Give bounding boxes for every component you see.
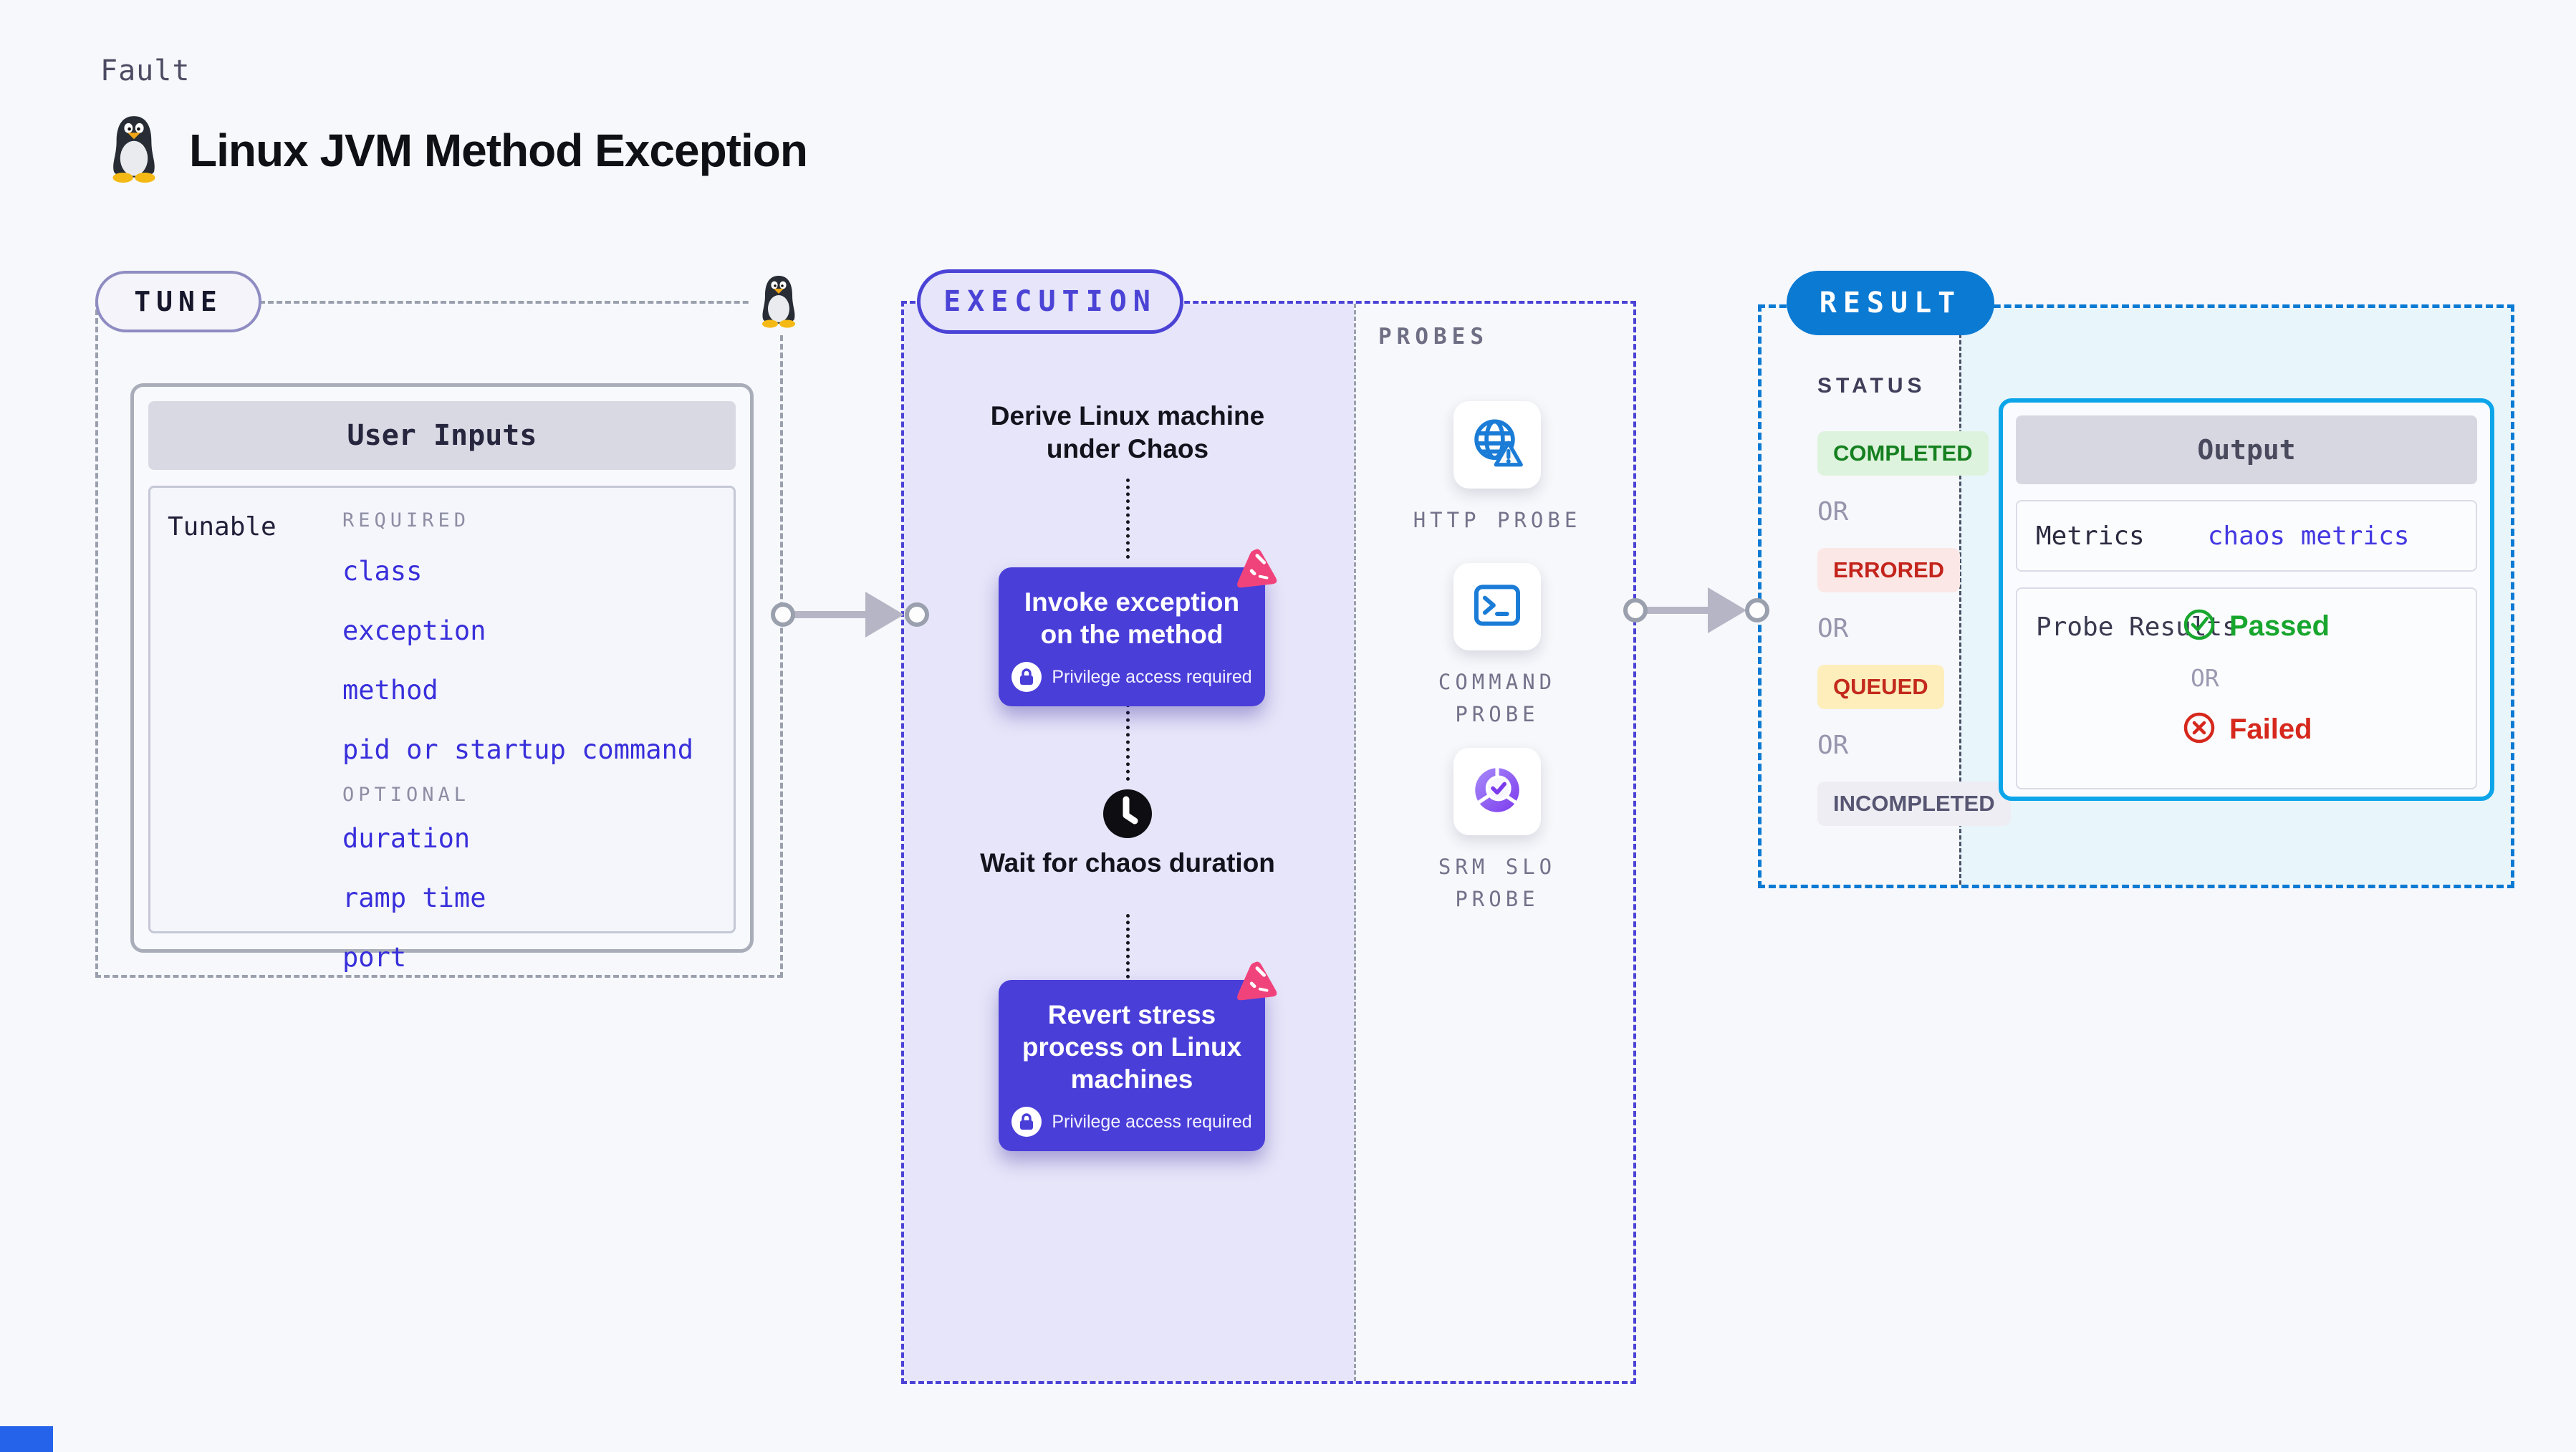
status-badge-completed: COMPLETED <box>1817 431 1989 476</box>
verdict-failed: Failed <box>2182 711 2330 749</box>
status-output-divider <box>1959 308 1961 885</box>
user-inputs-header: User Inputs <box>148 401 736 470</box>
result-section-label: RESULT <box>1787 271 1994 335</box>
x-circle-icon <box>2182 711 2216 749</box>
check-circle-icon <box>2182 607 2216 645</box>
connector-invoke-wait <box>1126 696 1130 781</box>
tunable-link-class[interactable]: class <box>342 556 423 587</box>
srm-slo-probe-card[interactable] <box>1453 748 1541 835</box>
status-badge-incompleted: INCOMPLETED <box>1817 782 2011 826</box>
tunable-link-ramp-time[interactable]: ramp time <box>342 883 486 913</box>
tunable-link-port[interactable]: port <box>342 942 407 973</box>
revert-node-label: Revert stress process on Linux machines <box>1022 1000 1242 1095</box>
linux-penguin-icon <box>105 113 163 187</box>
clock-icon <box>1102 788 1153 840</box>
privilege-note: Privilege access required <box>1052 666 1252 687</box>
or-label: OR <box>1817 497 1849 527</box>
http-probe-card[interactable] <box>1453 401 1541 489</box>
slo-donut-icon <box>1468 761 1527 823</box>
privilege-row: Privilege access required <box>1011 662 1252 693</box>
probe-item-http: HTTP PROBE <box>1404 401 1590 537</box>
tunable-label: Tunable <box>168 512 277 542</box>
privilege-note: Privilege access required <box>1052 1111 1252 1132</box>
fault-kicker: Fault <box>100 54 191 87</box>
chaos-fault-icon <box>1234 547 1278 592</box>
lock-icon <box>1011 662 1042 693</box>
title-row: Linux JVM Method Exception <box>105 113 808 187</box>
or-label: OR <box>1817 731 1849 760</box>
required-label: REQUIRED <box>342 509 471 532</box>
tunable-link-pid[interactable]: pid or startup command <box>342 734 694 765</box>
or-label: OR <box>2191 664 2219 692</box>
step-derive-text: Derive Linux machine under Chaos <box>990 401 1265 464</box>
optional-label: OPTIONAL <box>342 784 471 806</box>
tunables-list: REQUIRED class exception method pid or s… <box>342 509 693 1001</box>
verdict-passed: Passed <box>2182 607 2330 645</box>
lock-icon <box>1011 1107 1042 1138</box>
execution-probes-separator <box>1354 304 1356 1381</box>
connector-derive-invoke <box>1126 479 1130 559</box>
globe-alert-icon <box>1467 413 1527 477</box>
status-label: STATUS <box>1817 374 1926 398</box>
status-column: STATUS COMPLETED OR ERRORED OR QUEUED OR… <box>1817 374 2011 847</box>
probe-item-srm: SRM SLO PROBE <box>1404 748 1590 915</box>
revert-stress-node: Revert stress process on Linux machines … <box>999 980 1265 1152</box>
output-card: Output Metrics chaos metrics Probe Resul… <box>1999 398 2494 801</box>
probe-item-command: COMMAND PROBE <box>1404 563 1590 731</box>
passed-label: Passed <box>2229 610 2330 642</box>
status-badge-queued: QUEUED <box>1817 665 1944 709</box>
footer-accent-bar <box>0 1426 53 1452</box>
probe-name-http: HTTP PROBE <box>1413 508 1582 532</box>
tunable-link-method[interactable]: method <box>342 675 438 706</box>
tune-section-box <box>95 301 783 978</box>
metrics-label: Metrics <box>2036 521 2145 551</box>
connector-wait-revert <box>1126 914 1130 979</box>
privilege-row: Privilege access required <box>1011 1107 1252 1138</box>
invoke-exception-node: Invoke exception on the method Privilege… <box>999 567 1265 707</box>
tunable-link-exception[interactable]: exception <box>342 615 486 646</box>
execution-section-label: EXECUTION <box>917 269 1183 334</box>
tunable-link-duration[interactable]: duration <box>342 823 471 854</box>
user-inputs-body: Tunable REQUIRED class exception method … <box>148 486 736 973</box>
tune-section-label: TUNE <box>95 271 261 332</box>
page-title: Linux JVM Method Exception <box>189 124 808 176</box>
command-probe-card[interactable] <box>1453 563 1541 650</box>
probes-section-label: PROBES <box>1378 324 1489 350</box>
metrics-row: Metrics chaos metrics <box>2016 500 2477 572</box>
output-header: Output <box>2016 415 2477 484</box>
step-wait-text: Wait for chaos duration <box>980 848 1275 878</box>
probe-name-command: COMMAND PROBE <box>1438 670 1557 726</box>
or-label: OR <box>1817 614 1849 643</box>
chaos-fault-icon <box>1234 960 1278 1004</box>
terminal-icon <box>1468 576 1527 638</box>
probe-results-row: Probe Results Passed OR <box>2016 587 2477 789</box>
linux-penguin-icon-small <box>751 266 807 335</box>
user-inputs-card: User Inputs Tunable REQUIRED class excep… <box>130 383 754 973</box>
failed-label: Failed <box>2229 713 2312 745</box>
probe-name-srm: SRM SLO PROBE <box>1438 855 1557 911</box>
verdicts: Passed OR Failed <box>2182 607 2330 749</box>
status-badge-errored: ERRORED <box>1817 548 1961 592</box>
chaos-metrics-link[interactable]: chaos metrics <box>2207 521 2410 551</box>
invoke-node-label: Invoke exception on the method <box>1024 587 1240 650</box>
